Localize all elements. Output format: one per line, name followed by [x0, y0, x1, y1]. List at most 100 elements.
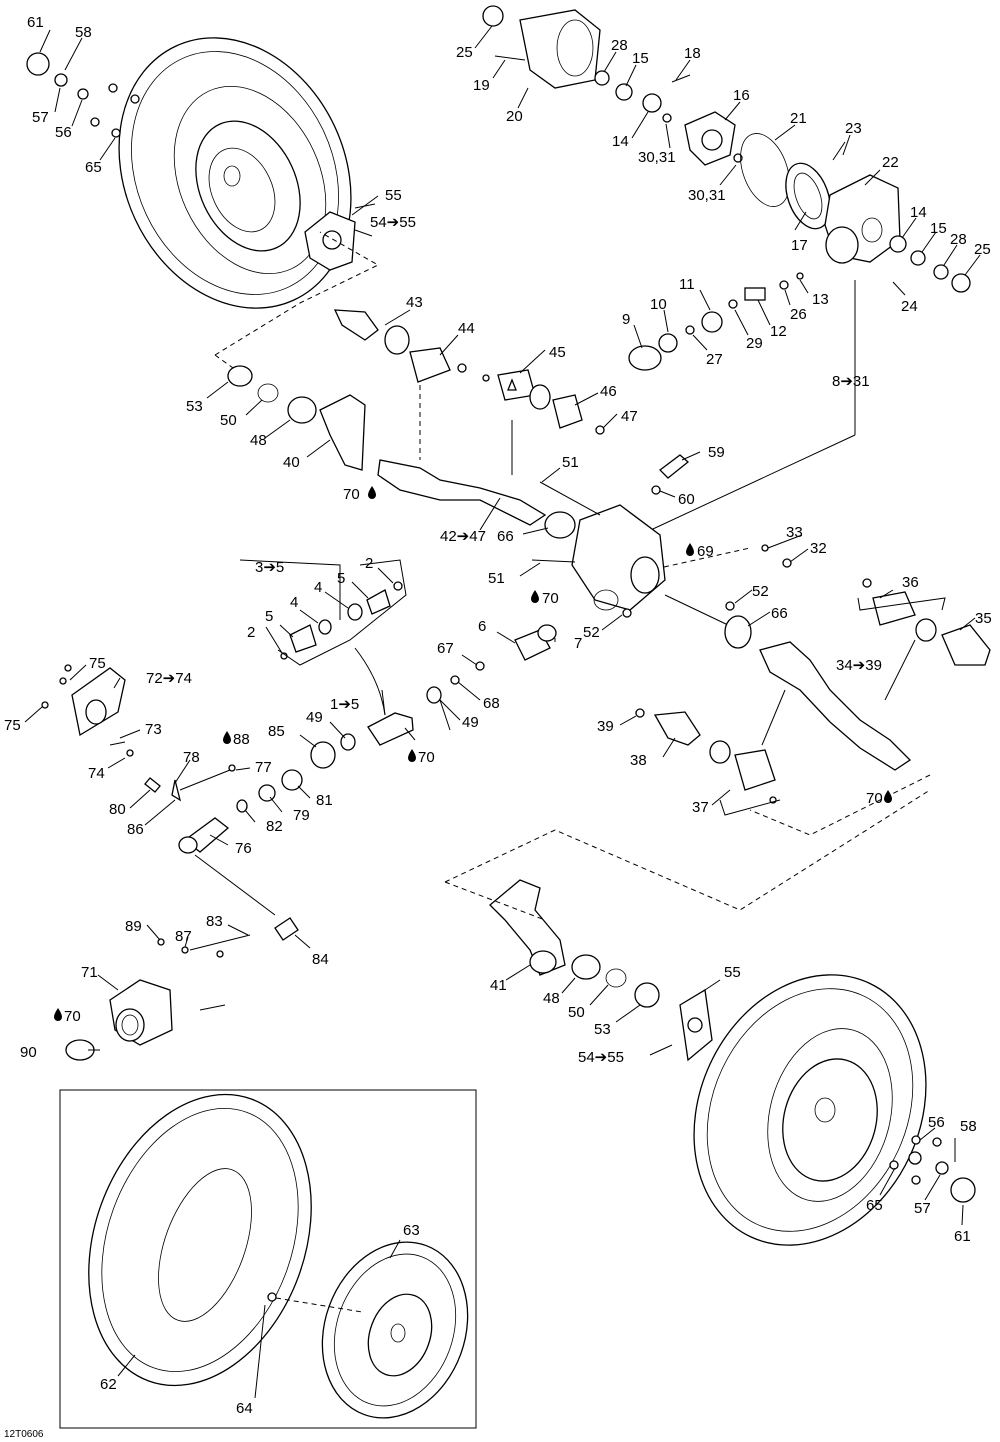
callout: 61 [27, 14, 44, 31]
oil-drop-icon [368, 486, 376, 499]
callout: 38 [630, 752, 647, 769]
mounting-bracket-left [41, 664, 303, 854]
callout: 19 [473, 77, 490, 94]
callout: 86 [127, 821, 144, 838]
callout: 52 [752, 583, 769, 600]
callout: 70 [866, 790, 883, 807]
callout: 48 [543, 990, 560, 1007]
callout: 50 [220, 412, 237, 429]
callout: 75 [4, 717, 21, 734]
callout: 49 [462, 714, 479, 731]
callout-labels: 61 58 57 56 65 55 54➔55 25 19 20 28 15 1… [4, 14, 992, 1440]
callout: 80 [109, 801, 126, 818]
oil-drop-icons [54, 486, 892, 1021]
callout: 10 [650, 296, 667, 313]
shaft-coupler-parts [280, 581, 557, 769]
callout: 70 [343, 486, 360, 503]
callout: 12 [770, 323, 787, 340]
callout: 8➔31 [832, 373, 870, 390]
differential-housing-top [482, 5, 971, 371]
inset-rim [267, 1241, 469, 1419]
callout: 42➔47 [440, 528, 486, 545]
callout: 52 [583, 624, 600, 641]
callout: 51 [562, 454, 579, 471]
callout: 4 [314, 579, 322, 596]
callout: 43 [406, 294, 423, 311]
callout: 46 [600, 383, 617, 400]
callout: 39 [597, 718, 614, 735]
callout: 70 [64, 1008, 81, 1025]
callout: 2 [365, 555, 373, 572]
callout: 62 [100, 1376, 117, 1393]
callout: 67 [437, 640, 454, 657]
right-drive-shaft-assembly [635, 578, 991, 804]
callout: 83 [206, 913, 223, 930]
inset-frame [59, 1089, 477, 1429]
callout: 70 [418, 749, 435, 766]
callout: 55 [724, 964, 741, 981]
callout: 32 [810, 540, 827, 557]
callout: 14 [910, 204, 927, 221]
callout: 28 [950, 231, 967, 248]
callout: 82 [266, 818, 283, 835]
callout: 89 [125, 918, 142, 935]
callout: 3➔5 [255, 559, 284, 576]
callout: 72➔74 [146, 670, 192, 687]
callout: 7 [574, 635, 582, 652]
callout: 41 [490, 977, 507, 994]
lug-hardware-top-left [26, 52, 140, 138]
callout: 45 [549, 344, 566, 361]
callout: 57 [914, 1200, 931, 1217]
callout: 6 [478, 618, 486, 635]
callout: 4 [290, 594, 298, 611]
callout: 55 [385, 187, 402, 204]
callout: 87 [175, 928, 192, 945]
callout: 58 [960, 1118, 977, 1135]
callout: 16 [733, 87, 750, 104]
callout: 5 [265, 608, 273, 625]
callout: 18 [684, 45, 701, 62]
lower-housing-left [65, 917, 299, 1061]
callout: 23 [845, 120, 862, 137]
callout: 28 [611, 37, 628, 54]
callout: 9 [622, 311, 630, 328]
callout: 70 [542, 590, 559, 607]
callout: 37 [692, 799, 709, 816]
callout: 69 [697, 543, 714, 560]
callout: 20 [506, 108, 523, 125]
callout: 54➔55 [578, 1049, 624, 1066]
callout: 68 [483, 695, 500, 712]
callout: 65 [85, 159, 102, 176]
callout: 24 [901, 298, 918, 315]
callout: 88 [233, 731, 250, 748]
callout: 36 [902, 574, 919, 591]
callout: 60 [678, 491, 695, 508]
callout: 50 [568, 1004, 585, 1021]
callout: 74 [88, 765, 105, 782]
callout: 59 [708, 444, 725, 461]
inset-tire [88, 1093, 312, 1387]
callout: 47 [621, 408, 638, 425]
callout: 27 [706, 351, 723, 368]
callout: 58 [75, 24, 92, 41]
callout: 64 [236, 1400, 253, 1417]
callout: 2 [247, 624, 255, 641]
callout: 44 [458, 320, 475, 337]
callout: 71 [81, 964, 98, 981]
callout: 22 [882, 154, 899, 171]
oil-drop-icon [686, 543, 694, 556]
callout: 34➔39 [836, 657, 882, 674]
callout: 26 [790, 306, 807, 323]
callout: 14 [612, 133, 629, 150]
callout: 21 [790, 110, 807, 127]
oil-drop-icon [884, 790, 892, 803]
callout: 54➔55 [370, 214, 416, 231]
callout: 53 [594, 1021, 611, 1038]
callout: 15 [632, 50, 649, 67]
callout: 40 [283, 454, 300, 471]
callout: 1➔5 [330, 696, 359, 713]
callout: 90 [20, 1044, 37, 1061]
lower-right-knuckle [489, 879, 713, 1062]
callout: 35 [975, 610, 992, 627]
